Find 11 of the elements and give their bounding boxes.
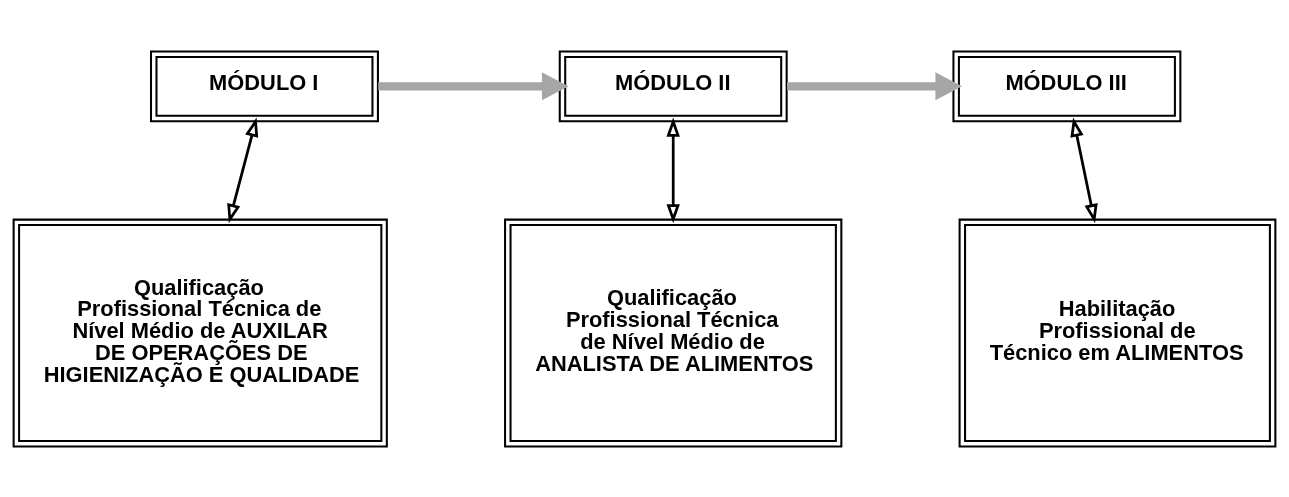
node-box: Qualificação Profissional Técnica de Nível Médio de ANALISTA DE ALIMENTOS [504, 218, 843, 448]
node-box: Habilitação Profissional de Técnico em ALIMENTOS [958, 218, 1277, 448]
arrow [666, 117, 680, 223]
node-box: MÓDULO I [150, 49, 379, 122]
arrow [227, 117, 259, 223]
node-box: MÓDULO III [952, 49, 1182, 122]
node-box: MÓDULO II [558, 49, 788, 122]
arrow [378, 71, 569, 100]
node-box: Qualificação Profissional Técnica de Nível Médio de AUXILAR DE OPERAÇÕES DE HIGIENIZAÇÃO E QUALIDADE [12, 218, 388, 448]
arrow [787, 71, 963, 100]
arrow [1070, 117, 1098, 223]
